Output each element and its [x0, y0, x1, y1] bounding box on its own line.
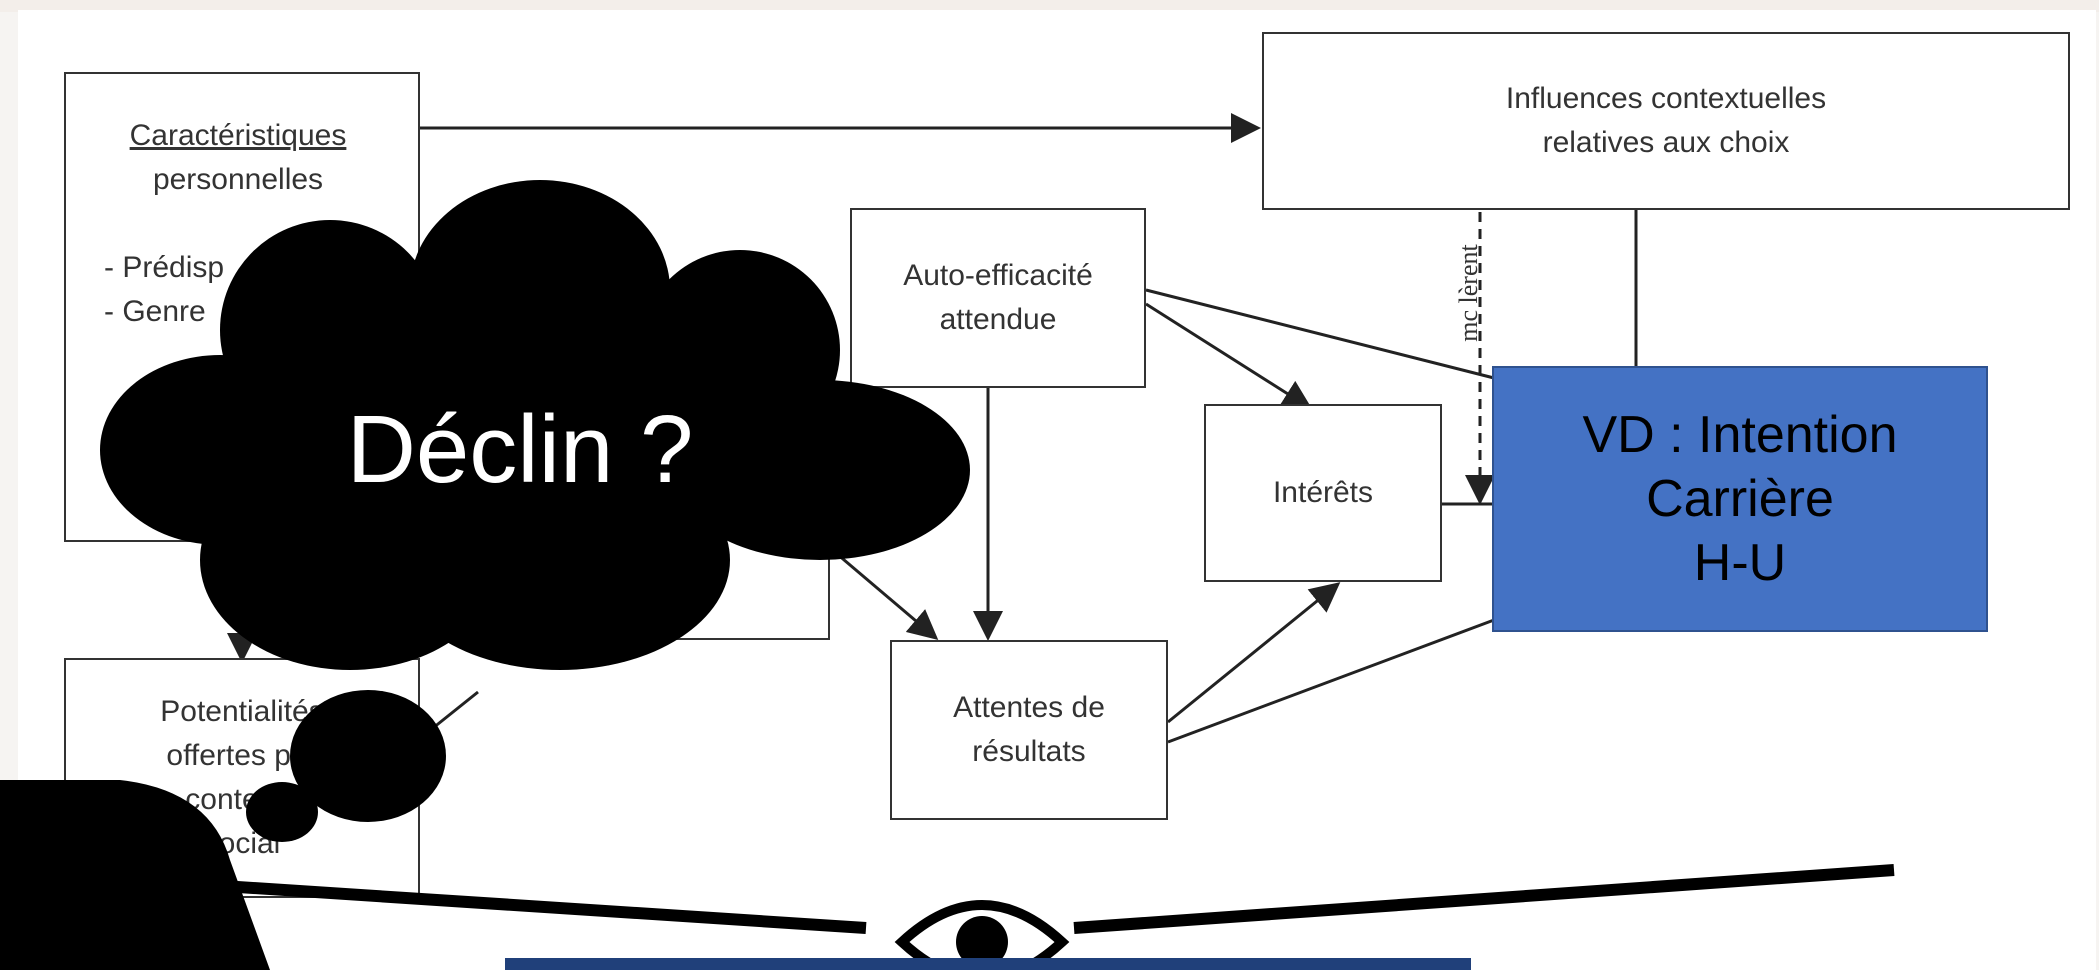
thought-text: Déclin ? [346, 396, 694, 503]
top-strip [0, 0, 2099, 12]
vd-line-2: Carrière [1646, 470, 1834, 528]
box-contextual-influences: Influences contextuelles relatives aux c… [1262, 32, 2070, 210]
head-silhouette-icon [0, 780, 270, 970]
sight-line-right [1073, 864, 1895, 934]
box-self-efficacy: Auto-efficacité attendue [850, 208, 1146, 388]
potential-line-1: Potentialités [160, 695, 324, 728]
personal-item-2: - Genre [104, 295, 206, 328]
box-outcome-expectations: Attentes de résultats [890, 640, 1168, 820]
arrow-outcomes-to-interests [1167, 582, 1341, 724]
arrow-efficacy-to-vd [1145, 288, 1495, 380]
sight-line-left [191, 878, 867, 934]
interests-label: Intérêts [1272, 476, 1374, 509]
vd-line-1: VD : Intention [1582, 406, 1898, 464]
outcomes-line-2: résultats [972, 735, 1086, 768]
vd-career-intention-box: VD : Intention Carrière H-U [1492, 366, 1988, 632]
arrow-cloudbox-to-outcomes [829, 546, 939, 640]
box-interests: Intérêts [1204, 404, 1442, 582]
personal-item-1: - Prédisp [104, 251, 225, 284]
eye-icon [894, 900, 1070, 970]
context-line-1: Influences contextuelles [1505, 82, 1827, 115]
thought-cloud-icon [100, 180, 970, 670]
arrow-efficacy-to-interests [1145, 302, 1313, 410]
thought-bubble-small [246, 782, 318, 842]
thought-bubble-large [290, 690, 446, 822]
bottom-bar [505, 958, 1471, 970]
personal-title: Caractéristiques personnelles [129, 119, 347, 196]
vd-line-3: H-U [1693, 534, 1787, 592]
efficacy-line-1: Auto-efficacité [903, 259, 1093, 292]
efficacy-line-2: attendue [939, 303, 1057, 336]
context-line-2: relatives aux choix [1542, 126, 1790, 159]
outcomes-line-1: Attentes de [953, 691, 1105, 724]
arrow-outcomes-to-vd [1167, 618, 1495, 744]
